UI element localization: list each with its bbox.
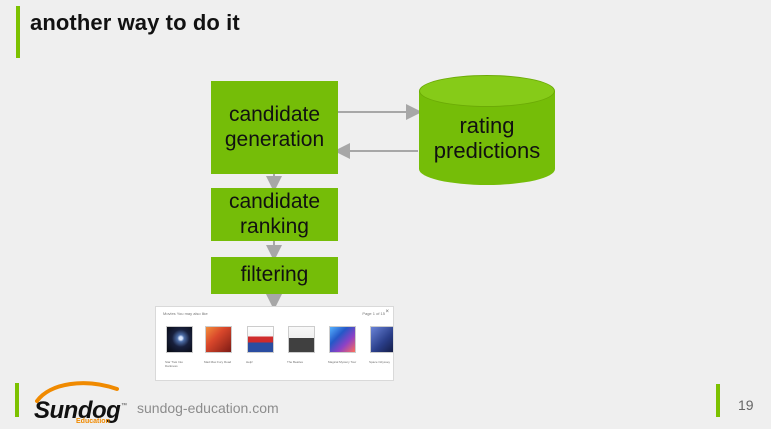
logo-trademark: ™ <box>121 403 127 409</box>
close-icon: × <box>385 309 389 315</box>
result-title-4: The Beatles <box>287 361 304 364</box>
logo-text: Sundog <box>34 397 121 424</box>
slide-title: another way to do it <box>30 10 240 35</box>
footer-right-accent-bar <box>716 384 720 417</box>
result-title-6: Space Odyssey <box>369 361 391 364</box>
logo-arc-icon <box>35 381 119 403</box>
results-page-indicator: Page 1 of 15 <box>362 311 385 316</box>
result-title-1: Star Trek Into Darkness <box>165 361 184 368</box>
rating-predictions-label: rating predictions <box>433 112 541 163</box>
result-cover-4 <box>288 326 315 353</box>
title-accent-bar <box>16 6 20 58</box>
result-cover-3 <box>247 326 274 353</box>
result-title-2: Mad Max Fury Road <box>204 361 232 364</box>
page-number: 19 <box>738 397 754 413</box>
candidate-ranking-box: candidate ranking <box>211 188 338 241</box>
footer-left-accent-bar <box>15 383 19 417</box>
results-header: Movies You may also like <box>163 311 208 316</box>
filtering-label: filtering <box>240 263 309 287</box>
result-title-3: Help! <box>246 361 254 364</box>
candidate-ranking-label: candidate ranking <box>228 189 321 238</box>
result-cover-6 <box>370 326 393 353</box>
rating-predictions-database-top <box>419 75 555 107</box>
result-cover-5 <box>329 326 356 353</box>
result-cover-2 <box>205 326 232 353</box>
sundog-logo: Sundog ™ Education <box>24 376 127 425</box>
rating-predictions-database-bottom <box>419 153 555 185</box>
recommendation-results-preview: Movies You may also like Page 1 of 15 × … <box>155 306 394 381</box>
candidate-generation-label: candidate generation <box>224 102 325 151</box>
logo-subtext: Education <box>76 418 110 425</box>
result-title-5: Magical Mystery Tour <box>328 361 357 364</box>
filtering-box: filtering <box>211 257 338 294</box>
footer-url: sundog-education.com <box>137 400 279 416</box>
candidate-generation-box: candidate generation <box>211 81 338 174</box>
result-cover-1 <box>166 326 193 353</box>
